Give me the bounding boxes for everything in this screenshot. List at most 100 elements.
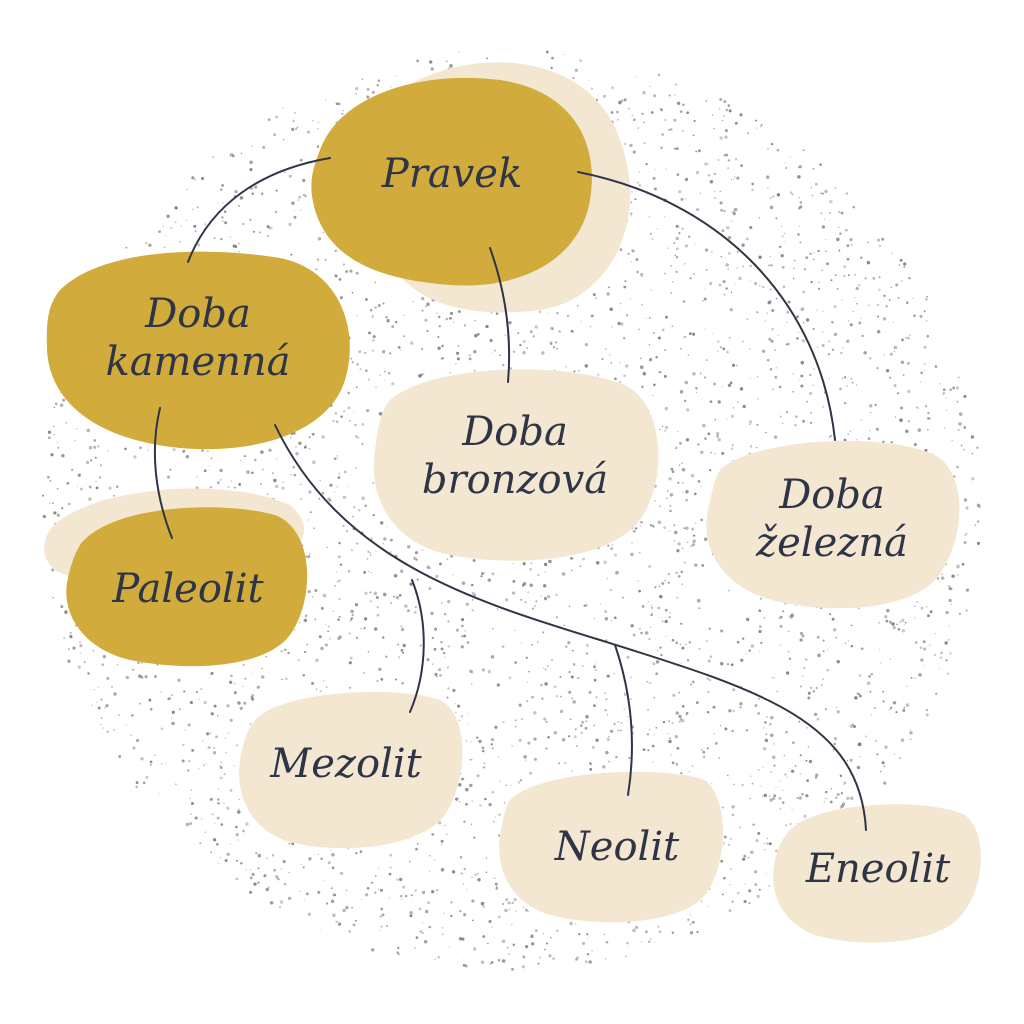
speckle-dot [355,852,358,855]
speckle-dot [731,444,734,447]
speckle-dot [789,716,792,719]
speckle-dot [268,118,271,121]
speckle-dot [920,658,924,662]
speckle-dot [675,641,678,645]
speckle-dot [669,612,671,614]
speckle-dot [514,629,516,632]
speckle-dot [438,325,441,328]
speckle-dot [522,339,526,344]
speckle-dot [544,571,546,573]
speckle-dot [463,324,467,327]
speckle-dot [732,709,735,713]
speckle-dot [815,773,819,777]
speckle-dot [611,326,613,328]
speckle-dot [630,212,633,215]
speckle-dot [421,931,424,935]
speckle-dot [719,97,723,102]
speckle-dot [771,327,774,331]
speckle-dot [506,947,509,949]
speckle-dot [494,816,496,818]
speckle-dot [869,690,872,693]
speckle-dot [638,328,640,331]
speckle-dot [249,723,252,725]
speckle-dot [910,676,913,679]
speckle-dot [370,554,372,556]
speckle-dot [623,285,627,289]
speckle-dot [843,783,845,786]
speckle-dot [944,641,948,645]
speckle-dot [829,434,833,437]
speckle-dot [335,102,339,106]
speckle-dot [673,530,678,535]
speckle-dot [631,261,633,263]
speckle-dot [678,714,682,718]
speckle-dot [815,686,818,690]
speckle-dot [693,119,696,123]
speckle-dot [303,650,307,653]
speckle-dot [437,346,441,350]
speckle-dot [771,676,773,679]
speckle-dot [927,411,930,415]
speckle-dot [688,332,692,336]
speckle-dot [209,732,211,734]
speckle-dot [683,336,686,339]
speckle-dot [965,588,970,592]
speckle-dot [329,499,332,502]
speckle-dot [593,665,596,669]
speckle-dot [421,890,426,895]
speckle-dot [387,371,391,375]
speckle-dot [512,350,516,353]
speckle-dot [67,659,71,663]
speckle-dot [259,231,261,234]
speckle-dot [326,902,329,905]
speckle-dot [105,704,109,708]
speckle-dot [700,900,703,903]
speckle-dot [495,312,499,315]
speckle-dot [449,372,451,374]
speckle-dot [638,589,641,593]
speckle-dot [678,226,680,228]
speckle-dot [663,374,667,378]
speckle-dot [904,624,906,626]
speckle-dot [945,611,949,615]
speckle-dot [888,708,891,711]
speckle-dot [956,465,959,469]
speckle-dot [383,370,387,373]
speckle-dot [728,109,732,113]
speckle-dot [605,698,608,701]
speckle-dot [843,265,846,268]
speckle-dot [60,604,62,606]
speckle-dot [106,676,110,680]
speckle-dot [591,949,593,952]
speckle-dot [104,706,107,709]
speckle-dot [356,542,359,545]
speckle-dot [768,885,771,887]
speckle-dot [648,565,651,568]
speckle-dot [692,332,696,336]
speckle-dot [373,627,378,631]
speckle-dot [371,316,373,319]
speckle-dot [618,100,622,105]
speckle-dot [838,226,840,228]
speckle-dot [682,491,684,493]
speckle-dot [799,685,803,688]
speckle-dot [882,440,885,443]
speckle-dot [518,738,522,743]
speckle-dot [231,154,235,158]
speckle-dot [490,961,494,964]
speckle-dot [976,541,981,545]
speckle-dot [712,333,714,335]
speckle-dot [342,908,346,913]
speckle-dot [917,428,922,432]
speckle-dot [193,224,197,228]
speckle-dot [743,854,747,858]
speckle-dot [678,190,682,194]
speckle-dot [785,824,788,827]
speckle-dot [421,309,424,312]
speckle-dot [705,359,708,362]
speckle-dot [72,646,76,650]
speckle-dot [893,345,898,350]
speckle-dot [209,486,213,489]
speckle-dot [854,696,858,700]
speckle-dot [380,925,383,928]
